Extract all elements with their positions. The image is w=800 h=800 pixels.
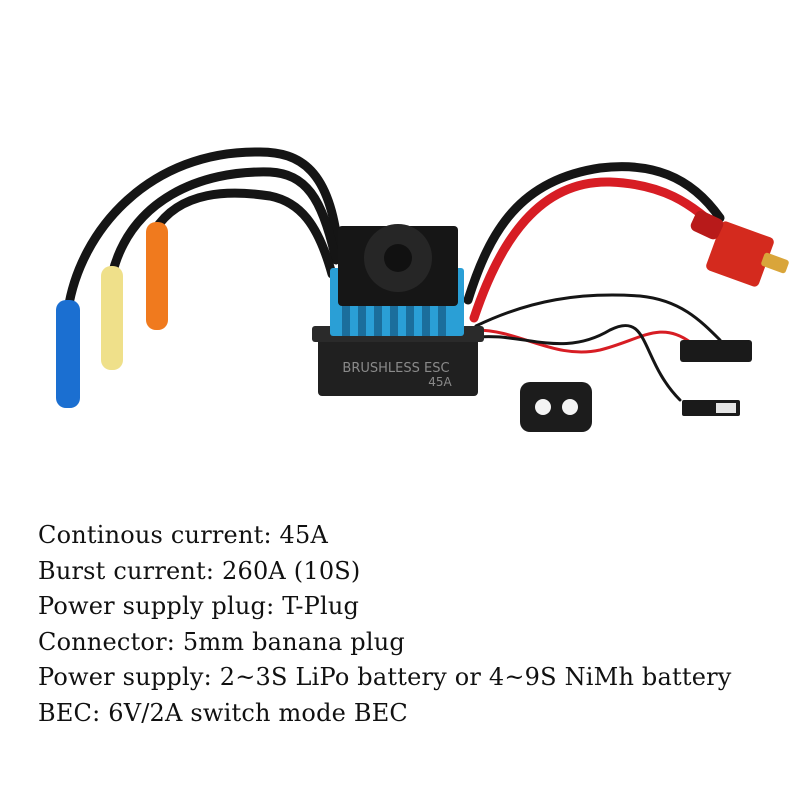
bec-wire-black xyxy=(474,293,722,342)
power-wires xyxy=(403,162,733,402)
spec-bec: BEC: 6V/2A switch mode BEC xyxy=(38,698,408,727)
banana-connector-orange xyxy=(146,222,168,330)
esc-unit: BRUSHLESS ESC 45A xyxy=(312,224,484,396)
switch-hole-left xyxy=(535,399,551,415)
motor-wire-middle xyxy=(107,167,341,280)
banana-connector-yellow xyxy=(101,266,123,370)
tplug-body xyxy=(706,221,774,287)
switch-body xyxy=(520,382,592,432)
tplug-connector xyxy=(690,210,789,287)
banana-connectors xyxy=(56,222,168,408)
servo-plug-pins xyxy=(716,403,736,413)
switch-plug xyxy=(680,340,752,362)
bec-wire-red xyxy=(474,328,692,354)
bec-plugs xyxy=(680,340,752,416)
fan-hub xyxy=(384,244,412,272)
spec-connector: Connector: 5mm banana plug xyxy=(38,627,405,656)
motor-wire-outer xyxy=(63,147,343,315)
spec-power-supply-plug: Power supply plug: T-Plug xyxy=(38,592,360,621)
esc-label-line2: 45A xyxy=(428,375,452,389)
heatsink-fins xyxy=(342,300,446,336)
motor-wire-inner xyxy=(150,188,337,279)
esc-product-image: BRUSHLESS ESC 45A xyxy=(56,147,789,432)
power-wire-black xyxy=(463,162,725,305)
banana-connector-blue xyxy=(56,300,80,408)
signal-wire xyxy=(468,323,682,402)
tplug-sleeve xyxy=(690,210,724,240)
switch-hole-right xyxy=(562,399,578,415)
spec-list: Continous current: 45A Burst current: 26… xyxy=(38,518,732,732)
power-wire-red xyxy=(469,177,733,323)
motor-wires xyxy=(63,147,343,315)
esc-base xyxy=(318,336,478,396)
spec-power-supply: Power supply: 2~3S LiPo battery or 4~9S … xyxy=(38,663,732,692)
esc-label-line1: BRUSHLESS ESC xyxy=(342,361,449,376)
spec-continuous-current: Continous current: 45A xyxy=(38,521,329,549)
spec-burst-current: Burst current: 260A (10S) xyxy=(38,556,361,585)
power-switch xyxy=(520,382,592,432)
tplug-contact xyxy=(761,252,789,274)
